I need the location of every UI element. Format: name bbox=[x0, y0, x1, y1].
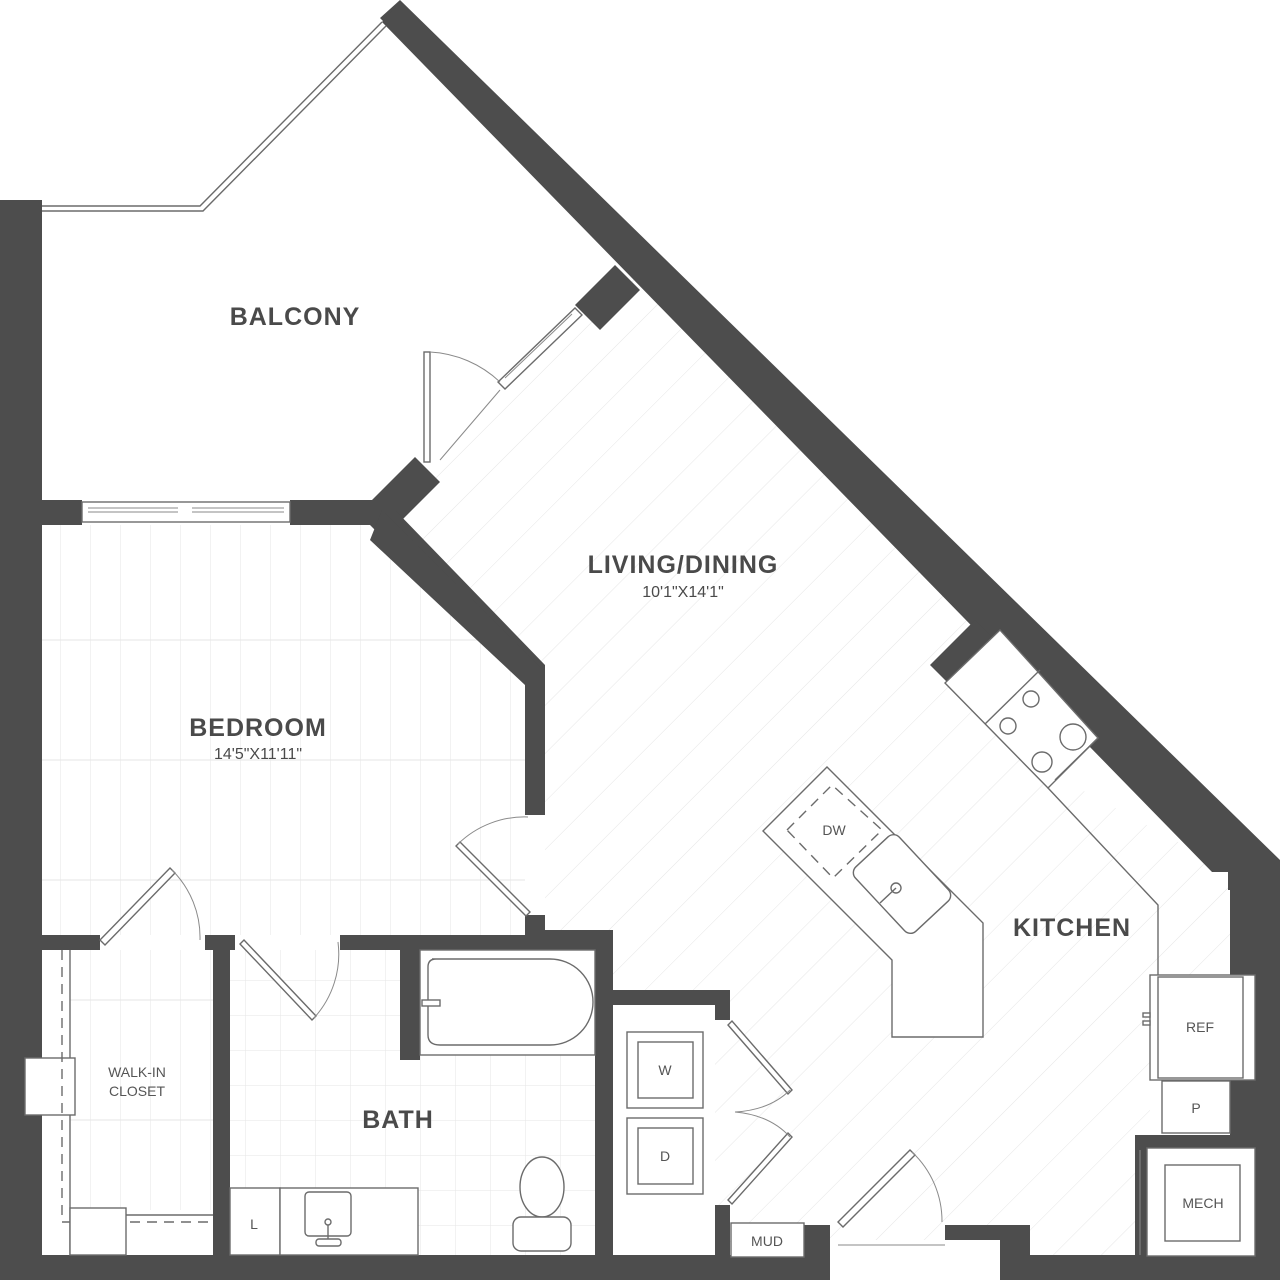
closet-label-line1: WALK-IN bbox=[108, 1064, 166, 1080]
mech-label: MECH bbox=[1182, 1195, 1223, 1211]
mech-closet bbox=[1139, 1147, 1256, 1257]
dishwasher-label: DW bbox=[822, 822, 846, 838]
bedroom-door[interactable] bbox=[455, 816, 531, 917]
laundry-bifold-doors[interactable] bbox=[727, 1019, 793, 1206]
refrigerator-label: REF bbox=[1186, 1019, 1214, 1035]
closet-shelving bbox=[24, 950, 215, 1256]
refrigerator bbox=[1142, 974, 1256, 1081]
balcony-swing-door[interactable] bbox=[423, 351, 501, 463]
dryer-label: D bbox=[660, 1148, 670, 1164]
washer-label: W bbox=[658, 1062, 672, 1078]
toilet bbox=[512, 1156, 572, 1252]
cooktop bbox=[999, 690, 1087, 773]
kitchen-label: KITCHEN bbox=[1013, 914, 1131, 942]
balcony-label: BALCONY bbox=[230, 303, 361, 331]
kitchen-counter bbox=[944, 628, 1099, 789]
kitchen-island bbox=[762, 766, 984, 1038]
living-floor bbox=[390, 275, 1230, 1255]
entry-door[interactable] bbox=[837, 1149, 945, 1246]
closet-floor bbox=[70, 950, 215, 1210]
fixture-labels: DW W D MUD REF P MECH L bbox=[250, 822, 1224, 1249]
bedroom-label: BEDROOM bbox=[189, 714, 327, 742]
closet-label-line2: CLOSET bbox=[109, 1083, 165, 1099]
bathtub bbox=[419, 949, 596, 1056]
mud-label: MUD bbox=[751, 1233, 783, 1249]
closet-door[interactable] bbox=[99, 867, 201, 946]
vanity bbox=[229, 1187, 419, 1256]
living-dining-dimensions: 10'1"X14'1" bbox=[642, 584, 724, 601]
dryer bbox=[626, 1117, 704, 1195]
balcony-sliding-door[interactable] bbox=[497, 307, 583, 390]
bedroom-dimensions: 14'5"X11'11" bbox=[214, 746, 302, 763]
pantry-label: P bbox=[1191, 1100, 1200, 1116]
linen-label: L bbox=[250, 1216, 258, 1232]
room-labels: BALCONY LIVING/DINING 10'1"X14'1" BEDROO… bbox=[108, 303, 1131, 1134]
bedroom-window bbox=[81, 501, 291, 523]
balcony-railing bbox=[42, 21, 387, 212]
living-dining-label: LIVING/DINING bbox=[588, 551, 779, 579]
bedroom-floor bbox=[25, 525, 525, 935]
bath-door[interactable] bbox=[239, 938, 340, 1022]
kitchen-counter-run bbox=[1047, 787, 1159, 975]
mud-bench bbox=[730, 1222, 805, 1258]
bath-label: BATH bbox=[362, 1106, 434, 1134]
pantry bbox=[1161, 1080, 1231, 1134]
washer bbox=[626, 1031, 704, 1109]
